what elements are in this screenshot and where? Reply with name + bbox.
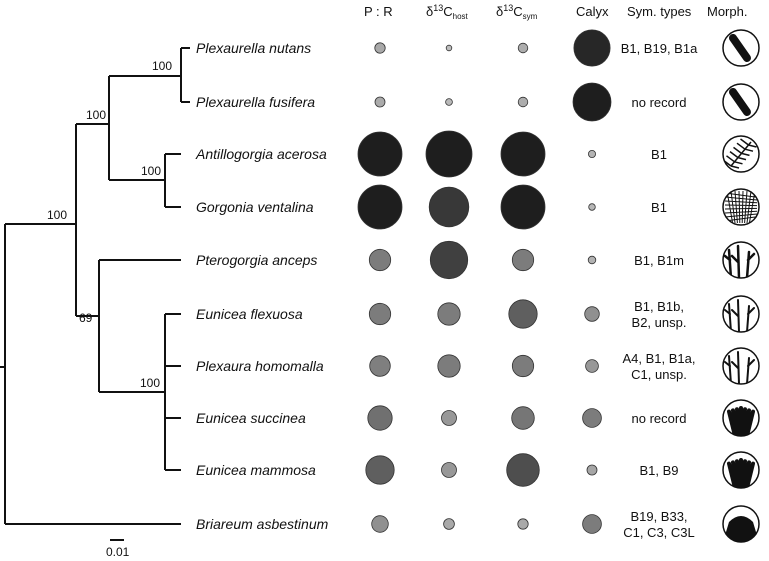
scale-bar-label: 0.01 (106, 545, 130, 559)
taxon-name: Plexaura homomalla (196, 358, 324, 374)
taxon-row: Briareum asbestinum B19, B33,C1, C3, C3L (196, 505, 760, 543)
taxon-name: Eunicea flexuosa (196, 306, 303, 322)
header-sym: δ13Csym (496, 3, 538, 21)
taxon-row: Eunicea flexuosa B1, B1b,B2, unsp. (196, 295, 760, 333)
taxon-row: Plexaurella nutans B1, B19, B1a (196, 29, 760, 67)
sym-types-text: B1, B19, B1a (621, 41, 698, 56)
circle-pr (371, 515, 389, 533)
morph-icon-rod (722, 29, 760, 67)
circle-calyx (573, 29, 611, 67)
sym-types-text: B1 (651, 200, 667, 215)
morph-icon-encrusting (722, 505, 760, 543)
circle-calyx (585, 359, 599, 373)
taxon-row: Plexaurella fusifera no record (196, 82, 760, 122)
circle-host (437, 354, 461, 378)
sym-types-text: B1 (651, 147, 667, 162)
circle-sym (500, 184, 546, 230)
morph-icon-candelabra (722, 295, 760, 333)
circle-pr (369, 355, 391, 377)
taxon-row: Antillogorgia acerosa B1 (195, 130, 760, 178)
bootstrap-plexaurella: 100 (152, 59, 172, 73)
circle-host (429, 240, 469, 280)
morph-icon-candelabra (722, 347, 760, 385)
sym-types-text: no record (632, 95, 687, 110)
morph-icon-bushy (722, 451, 760, 489)
circle-pr (365, 455, 395, 485)
bootstrap-clade-b: 69 (79, 311, 93, 325)
circle-sym (511, 354, 535, 378)
bootstrap-antillo-gorgonia: 100 (141, 164, 161, 178)
morph-icon-rod (722, 83, 760, 121)
morph-icon-branched (722, 241, 760, 279)
bootstrap-ingroup: 100 (47, 208, 67, 222)
morph-icon-bushy (722, 399, 760, 437)
sym-types-text: B1, B9 (639, 463, 678, 478)
sym-types-text: no record (632, 411, 687, 426)
circle-pr (368, 302, 392, 326)
taxon-row: Plexaura homomalla A4, B1, B1a,C1, unsp. (196, 347, 760, 385)
morph-icon-feather (722, 135, 760, 173)
taxon-name: Plexaurella fusifera (196, 94, 315, 110)
circle-host (445, 98, 453, 106)
circle-calyx (586, 464, 598, 476)
circle-host (441, 410, 457, 426)
circle-host (443, 518, 455, 530)
header-host: δ13Chost (426, 3, 469, 21)
circle-pr (374, 96, 386, 108)
taxon-name: Eunicea succinea (196, 410, 306, 426)
bootstrap-eunicea-clade: 100 (140, 376, 160, 390)
sym-types-text: B1, B1m (634, 253, 684, 268)
sym-types-text: A4, B1, B1a,C1, unsp. (623, 351, 696, 382)
taxon-row: Pterogorgia anceps B1, B1m (196, 240, 760, 280)
sym-types-text: B1, B1b,B2, unsp. (632, 299, 687, 330)
taxon-name: Gorgonia ventalina (196, 199, 314, 215)
circle-pr (368, 248, 392, 272)
header-morph: Morph. (707, 4, 747, 19)
taxon-name: Pterogorgia anceps (196, 252, 317, 268)
circle-host (425, 130, 473, 178)
circle-sym (500, 131, 546, 177)
taxon-row: Eunicea succinea no record (196, 399, 760, 437)
circle-host (441, 462, 457, 478)
circle-calyx (584, 306, 600, 322)
circle-sym (506, 453, 540, 487)
taxon-name: Eunicea mammosa (196, 462, 316, 478)
circle-host (437, 302, 461, 326)
circle-sym (517, 518, 529, 530)
circle-calyx (587, 255, 597, 265)
circle-pr (357, 131, 403, 177)
circle-sym (508, 299, 538, 329)
circle-sym (517, 42, 529, 54)
header-symtypes: Sym. types (627, 4, 692, 19)
circle-calyx (572, 82, 612, 122)
circle-calyx (588, 203, 596, 211)
taxon-name: Antillogorgia acerosa (195, 146, 327, 162)
tree (0, 47, 190, 525)
circle-calyx (588, 149, 597, 158)
circle-pr (374, 42, 386, 54)
taxon-name: Plexaurella nutans (196, 40, 311, 56)
circle-pr (367, 405, 393, 431)
bootstrap-clade-a: 100 (86, 108, 106, 122)
circle-sym (517, 96, 529, 108)
taxon-name: Briareum asbestinum (196, 516, 329, 532)
taxon-row: Gorgonia ventalina B1 (196, 184, 760, 230)
circle-host (428, 186, 470, 228)
circle-sym (511, 248, 535, 272)
circle-sym (511, 406, 535, 430)
taxon-row: Eunicea mammosa B1, B9 (196, 451, 760, 489)
sym-types-text: B19, B33,C1, C3, C3L (623, 509, 695, 540)
circle-pr (357, 184, 403, 230)
morph-icon-fan (722, 188, 760, 226)
header-pr: P : R (364, 4, 393, 19)
circle-calyx (582, 408, 602, 428)
header-calyx: Calyx (576, 4, 609, 19)
circle-host (445, 44, 453, 52)
circle-calyx (582, 514, 602, 534)
